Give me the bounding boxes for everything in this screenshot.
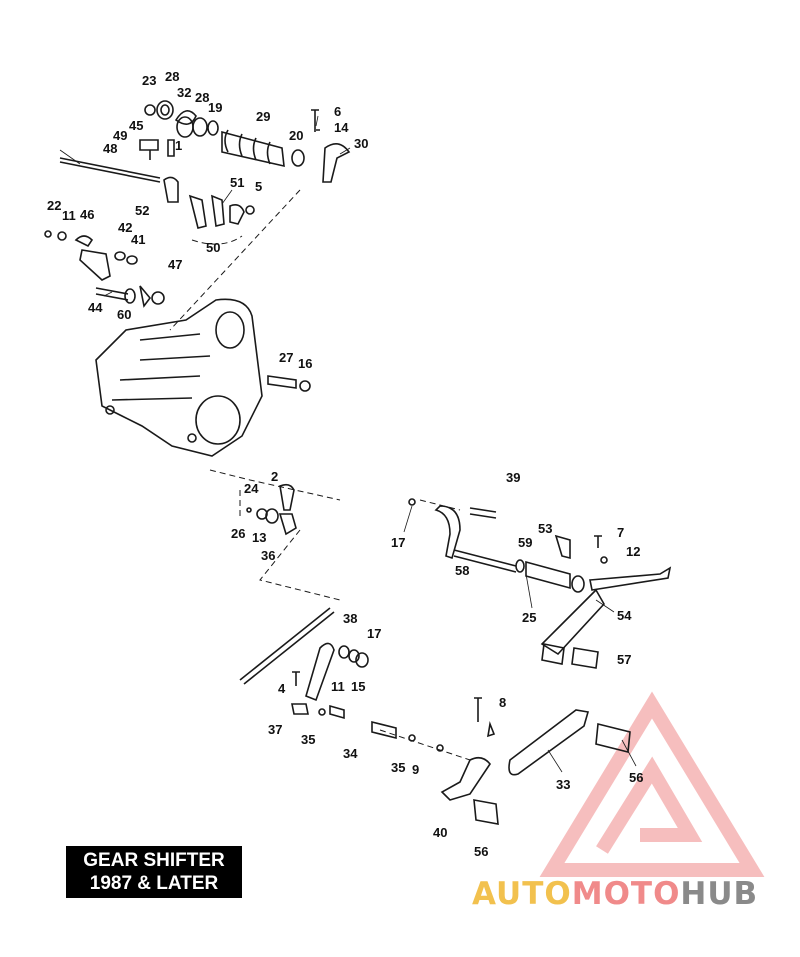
callout-label: 22 — [47, 198, 61, 213]
callout-label: 19 — [208, 100, 222, 115]
callout-label: 59 — [518, 535, 532, 550]
title-line-1: GEAR SHIFTER — [83, 850, 225, 871]
callout-label: 14 — [334, 120, 349, 135]
callout-label: 48 — [103, 141, 117, 156]
callout-label: 51 — [230, 175, 244, 190]
callout-label: 37 — [268, 722, 282, 737]
callout-label: 11 — [62, 208, 76, 223]
callout-label: 12 — [626, 544, 640, 559]
callout-label: 32 — [177, 85, 191, 100]
shifter-shaft-group — [44, 230, 165, 308]
callout-label: 16 — [298, 356, 312, 371]
shifter-drum-group — [59, 100, 351, 245]
callout-label: 24 — [244, 481, 259, 496]
watermark-word-3: HUB — [680, 876, 759, 912]
watermark-word-1: AUTO — [472, 876, 572, 912]
callout-label: 17 — [391, 535, 405, 550]
callout-label: 49 — [113, 128, 127, 143]
callout-label: 6 — [334, 104, 341, 119]
callout-label: 56 — [474, 844, 488, 859]
callout-label: 58 — [455, 563, 469, 578]
callout-labels: 23 28 32 28 19 29 6 14 45 49 48 1 20 30 … — [47, 69, 643, 859]
transmission-case — [95, 298, 311, 457]
callout-label: 35 — [301, 732, 315, 747]
callout-label: 2 — [271, 469, 278, 484]
callout-label: 36 — [261, 548, 275, 563]
callout-label: 28 — [165, 69, 179, 84]
callout-label: 53 — [538, 521, 552, 536]
callout-label: 27 — [279, 350, 293, 365]
callout-label: 41 — [131, 232, 145, 247]
callout-label: 13 — [252, 530, 266, 545]
callout-label: 23 — [142, 73, 156, 88]
callout-label: 26 — [231, 526, 245, 541]
callout-label: 34 — [343, 746, 358, 761]
watermark-word-2: MOTO — [571, 876, 681, 912]
callout-label: 4 — [278, 681, 286, 696]
shifter-lever-group — [246, 483, 297, 536]
callout-label: 29 — [256, 109, 270, 124]
callout-label: 8 — [499, 695, 506, 710]
callout-label: 45 — [129, 118, 143, 133]
callout-label: 44 — [88, 300, 103, 315]
linkage-rod-group — [239, 607, 631, 825]
callout-label: 25 — [522, 610, 536, 625]
callout-label: 38 — [343, 611, 357, 626]
title-line-2: 1987 & LATER — [89, 873, 219, 894]
callout-label: 17 — [367, 626, 381, 641]
callout-label: 46 — [80, 207, 94, 222]
watermark-triangle-logo — [539, 691, 765, 877]
callout-label: 35 — [391, 760, 405, 775]
diagram-title: GEAR SHIFTER 1987 & LATER — [66, 846, 242, 898]
callout-label: 15 — [351, 679, 365, 694]
callout-label: 30 — [354, 136, 368, 151]
callout-label: 47 — [168, 257, 182, 272]
callout-label: 52 — [135, 203, 149, 218]
leader-lines — [59, 115, 637, 773]
callout-label: 42 — [118, 220, 132, 235]
callout-label: 40 — [433, 825, 447, 840]
callout-label: 33 — [556, 777, 570, 792]
callout-label: 20 — [289, 128, 303, 143]
callout-label: 1 — [175, 138, 182, 153]
callout-label: 54 — [617, 608, 632, 623]
callout-label: 60 — [117, 307, 131, 322]
callout-label: 7 — [617, 525, 624, 540]
callout-label: 28 — [195, 90, 209, 105]
callout-label: 57 — [617, 652, 631, 667]
callout-label: 39 — [506, 470, 520, 485]
callout-label: 9 — [412, 762, 419, 777]
callout-label: 5 — [255, 179, 262, 194]
watermark-wordmark: AUTOMOTOHUB — [472, 876, 758, 912]
callout-label: 11 — [331, 679, 345, 694]
assembly-dash-lines — [169, 189, 471, 761]
callout-label: 56 — [629, 770, 643, 785]
foot-shift-lever-group — [408, 498, 672, 669]
callout-label: 50 — [206, 240, 220, 255]
